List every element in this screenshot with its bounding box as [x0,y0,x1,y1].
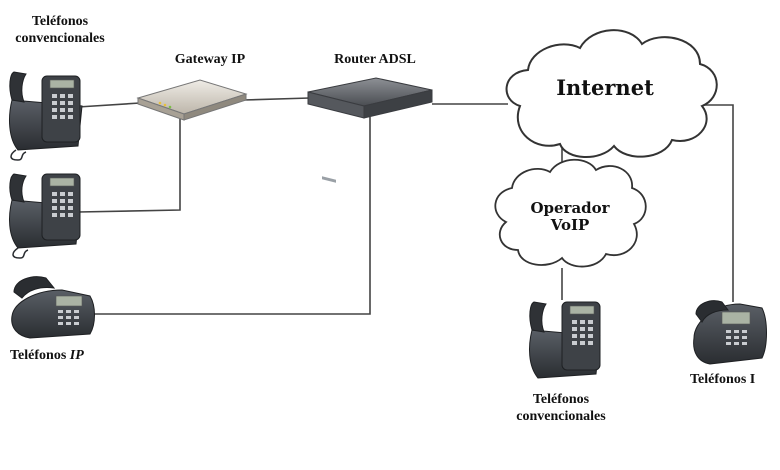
label-voip-operator: Operador VoIP [510,199,630,235]
label-ip-phones-right: Teléfonos I [690,372,756,387]
connection-lines [77,97,734,315]
internet-cloud-icon [505,29,718,159]
label-word: Teléfonos [10,348,67,363]
gateway-ip-icon [136,79,248,121]
link-internet-ipphone-right [702,104,734,302]
label-line: Teléfonos [532,392,590,407]
link-phone1-gateway [77,102,141,108]
conventional-phone-icon [9,173,81,259]
label-line: Teléfonos [31,14,89,29]
label-conventional-phones-bottom: Teléfonos convencionales [496,392,626,426]
label-line: Operador [530,199,610,217]
link-phone2-gateway [77,116,181,213]
link-ipphone-router [92,117,371,315]
conventional-phone-icon [529,301,601,379]
label-router-adsl: Router ADSL [334,52,416,67]
router-adsl-icon [307,77,433,183]
label-internet: Internet [556,75,654,100]
label-line: convencionales [15,30,105,46]
label-conventional-phones-top: Teléfonos convencionales [0,14,120,48]
label-line: VoIP [550,216,590,235]
label-gateway-ip: Gateway IP [174,52,246,67]
label-ip-phones-left: Teléfonos IP [10,348,120,365]
voip-operator-cloud-icon [494,158,647,268]
conventional-phone-icon [9,71,83,161]
ip-phone-icon [11,276,95,339]
label-word-ip: IP [69,348,84,363]
ip-phone-icon [693,300,767,365]
label-line: convencionales [516,408,606,424]
link-gateway-router [242,97,311,101]
